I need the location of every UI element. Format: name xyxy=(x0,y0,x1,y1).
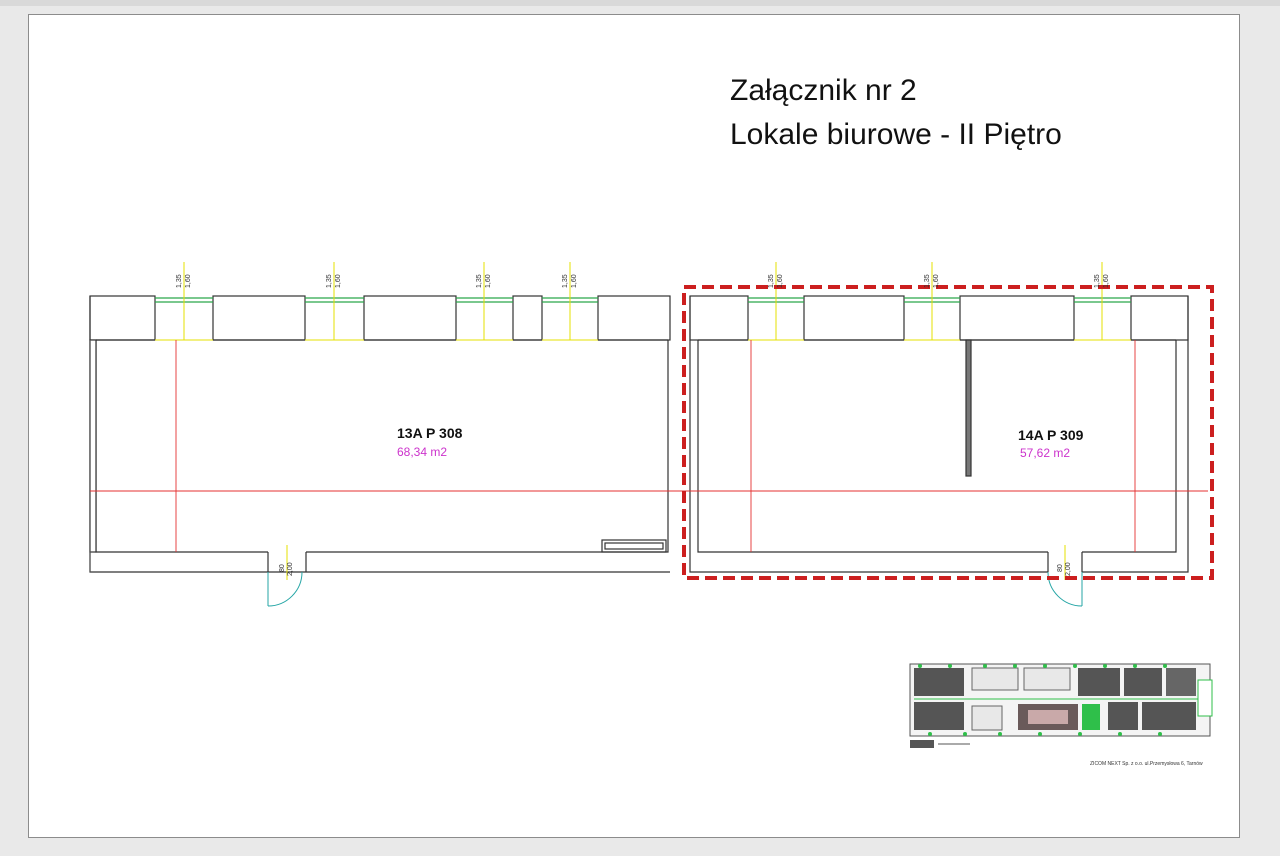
dimension-lines xyxy=(155,262,1131,580)
window-label-b: 1,60 xyxy=(933,274,940,288)
keyplan-caption: ZICOM NEXT Sp. z o.o. ul.Przemysłowa 6, … xyxy=(1090,761,1203,767)
window-label-b: 1,60 xyxy=(777,274,784,288)
room-code-14a: 14A P 309 xyxy=(1018,427,1084,443)
page-subtitle: Lokale biurowe - II Piętro xyxy=(730,118,1062,151)
window-label-a: 1,35 xyxy=(562,274,569,288)
window-label-b: 1,60 xyxy=(571,274,578,288)
window-label-a: 1,35 xyxy=(1094,274,1101,288)
window-label-a: 1,35 xyxy=(924,274,931,288)
key-plan xyxy=(909,663,1213,748)
room-labels: 13A P 308 68,34 m2 14A P 309 57,62 m2 xyxy=(397,425,1084,460)
highlight-frame-14a xyxy=(682,285,1214,580)
window-label-a: 1,35 xyxy=(476,274,483,288)
window-label-b: 1,60 xyxy=(335,274,342,288)
room-area-13a: 68,34 m2 xyxy=(397,445,447,459)
room-area-14a: 57,62 m2 xyxy=(1020,446,1070,460)
axis-lines xyxy=(90,340,1208,552)
walls xyxy=(89,295,1189,573)
wall-14a-outer xyxy=(689,296,1189,573)
door-label-b: 2,00 xyxy=(1065,562,1072,576)
top-strip xyxy=(0,0,1280,6)
page-title: Załącznik nr 2 xyxy=(730,74,917,107)
window-label-a: 1,35 xyxy=(326,274,333,288)
window-label-a: 1,35 xyxy=(176,274,183,288)
wall-13a-inner xyxy=(95,340,669,553)
door-label-a: 80 xyxy=(279,564,286,572)
window-dimension-labels: 1,35 1,60 1,35 1,60 1,35 1,60 1,35 1,60 … xyxy=(176,274,1110,576)
window-label-b: 1,60 xyxy=(185,274,192,288)
door-label-a: 80 xyxy=(1057,564,1064,572)
window-label-b: 1,60 xyxy=(1103,274,1110,288)
windows xyxy=(155,297,1131,303)
door-13a xyxy=(267,571,303,607)
wall-13a-outer xyxy=(89,296,670,573)
wall-14a-inner xyxy=(697,340,1177,553)
window-label-b: 1,60 xyxy=(485,274,492,288)
room-code-13a: 13A P 308 xyxy=(397,425,463,441)
door-label-b: 2,00 xyxy=(287,562,294,576)
window-label-a: 1,35 xyxy=(768,274,775,288)
